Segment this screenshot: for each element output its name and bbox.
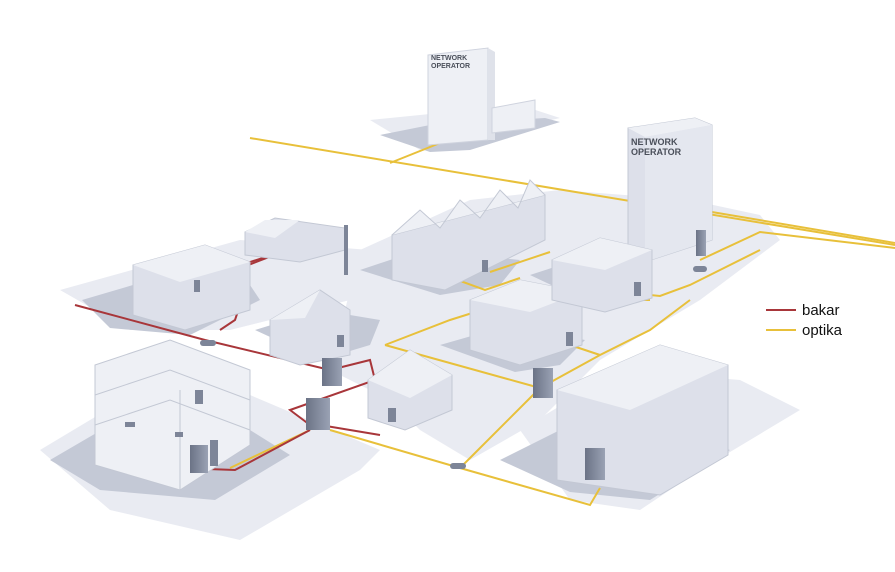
office-block-right — [551, 237, 653, 313]
street-cabinet — [306, 398, 330, 430]
legend-item-copper: bakar — [766, 300, 842, 320]
copper-swatch — [766, 309, 796, 311]
legend-label-fiber: optika — [802, 321, 843, 339]
factory-building — [391, 179, 546, 291]
office-block-left — [132, 244, 251, 331]
operator-far-label-2: OPERATOR — [431, 63, 470, 70]
legend-label-copper: bakar — [802, 301, 840, 319]
house-bottom-center — [367, 349, 453, 431]
network-operator-far: NETWORK OPERATOR — [427, 47, 536, 146]
operator-far-label-1: NETWORK — [431, 55, 467, 62]
splice-nodes — [200, 266, 707, 469]
operator-near-label-2: OPERATOR — [631, 147, 682, 157]
house-center — [269, 289, 351, 386]
equipment-cabinet — [696, 230, 706, 256]
warehouse — [556, 344, 729, 496]
network-operator-near: NETWORK OPERATOR — [627, 117, 713, 263]
legend-item-fiber: optika — [766, 320, 842, 340]
fiber-swatch — [766, 329, 796, 331]
multi-storey-building — [94, 339, 251, 491]
operator-near-label-1: NETWORK — [631, 137, 678, 147]
legend: bakar optika — [766, 300, 842, 340]
